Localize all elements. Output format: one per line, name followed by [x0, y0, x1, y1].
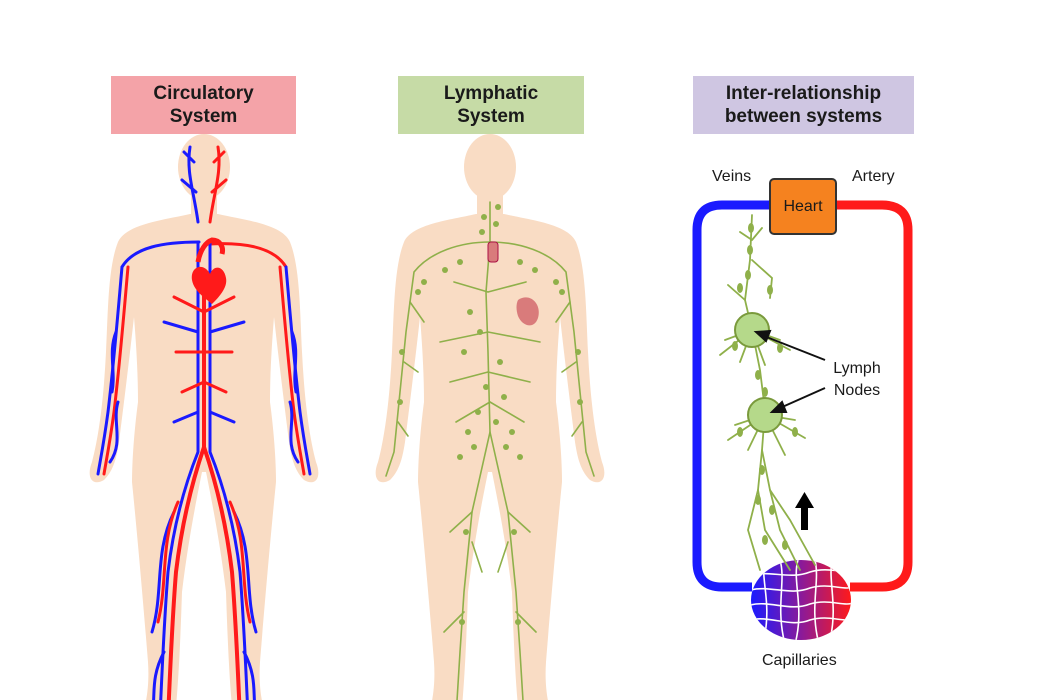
capillary-bed: [751, 560, 851, 640]
inter-relationship-title: Inter-relationship between systems: [693, 76, 914, 134]
leg-branch-veins: [150, 510, 258, 700]
lymph-vessel-beads: [732, 223, 798, 550]
inter-title-line2: between systems: [724, 106, 883, 127]
left-arm-vein: [96, 265, 124, 476]
lymphatic-title-line2: System: [457, 106, 525, 127]
heart-organ: [191, 266, 227, 304]
vein-vessel: [692, 200, 772, 592]
head-vein: [180, 145, 200, 224]
torso-artery-branches: [172, 295, 236, 394]
aortic-arch: [195, 237, 225, 263]
left-leg-artery: [166, 280, 206, 700]
circulatory-body: [89, 134, 319, 700]
artery-vessel: [835, 200, 913, 592]
torso-vein-branches: [162, 320, 246, 424]
subclavian-vein: [120, 240, 201, 269]
lymph-node-pointers: [753, 329, 826, 413]
inter-title-line1: Inter-relationship: [725, 83, 882, 104]
thymus-organ: [487, 241, 499, 263]
artery-label: Artery: [852, 168, 895, 185]
capillaries-label: Capillaries: [762, 652, 837, 669]
right-leg-artery: [202, 445, 242, 700]
heart-box: Heart: [769, 178, 837, 235]
circulatory-title-line1: Circulatory: [153, 83, 254, 104]
right-arm-artery: [278, 265, 306, 476]
right-leg-vein: [208, 240, 249, 700]
lymph-node-cluster: [397, 204, 583, 625]
left-arm-artery: [102, 265, 130, 476]
leg-branch-arteries: [156, 500, 252, 624]
circulatory-title-line2: System: [169, 106, 238, 127]
circulatory-title: Circulatory System: [111, 76, 296, 134]
circulation-loop: [692, 200, 913, 592]
right-arm-branch-vein: [288, 330, 300, 464]
lymphatic-title: Lymphatic System: [398, 76, 584, 134]
lymph-nodes-label: Lymph Nodes: [829, 358, 885, 402]
lymph-node-upper: [734, 312, 770, 348]
left-leg-vein: [159, 240, 200, 700]
lymphatic-body: [375, 134, 605, 700]
lymph-label-line2: Nodes: [833, 382, 881, 399]
right-arm-vein: [284, 265, 312, 476]
veins-label: Veins: [712, 168, 752, 185]
heart-label: Heart: [783, 197, 823, 215]
lymph-node-lower: [747, 397, 783, 433]
spleen-organ: [516, 297, 539, 326]
lymphatic-title-line1: Lymphatic: [443, 83, 539, 104]
head-artery: [208, 145, 228, 224]
flow-up-arrow: [795, 492, 814, 530]
lymph-label-line1: Lymph: [833, 360, 881, 377]
left-arm-branch-vein: [108, 330, 120, 464]
